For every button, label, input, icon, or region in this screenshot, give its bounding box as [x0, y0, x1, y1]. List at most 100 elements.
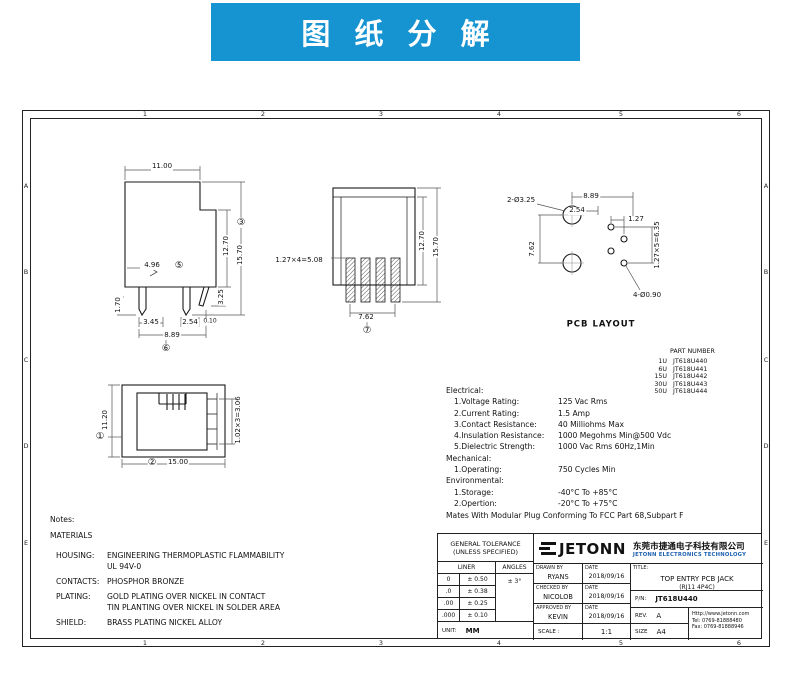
- logo-text: JETONN: [559, 539, 626, 558]
- dim-front-inner-height: 12.70: [418, 229, 427, 253]
- spec-item: 1.Storage:-40°C To +85°C: [454, 487, 618, 497]
- checked-date-cell: DATE 2018/09/16: [583, 584, 631, 604]
- dim-side-outer-height: 15.70: [236, 243, 245, 267]
- dim-front-leg-span: 7.62: [357, 313, 375, 322]
- spec-item: 2.Opertion:-20°C To +75°C: [454, 498, 618, 508]
- spec-item: 4.Insulation Resistance:1000 Megohms Min…: [454, 431, 672, 441]
- grid-row-label: B: [23, 268, 29, 276]
- grid-col-label: 4: [496, 110, 502, 118]
- company-name-cn: 东莞市捷通电子科技有限公司: [632, 541, 745, 552]
- notes: Notes: MATERIALS HOUSING: ENGINEERING TH…: [50, 514, 284, 632]
- angles-header-cell: ANGLES: [496, 562, 534, 574]
- tolerance-digits: .00: [438, 598, 460, 610]
- balloon-6: ⑥: [161, 342, 171, 355]
- grid-col-label: 2: [260, 639, 266, 647]
- note-row: CONTACTS: PHOSPHOR BRONZE: [56, 577, 185, 586]
- grid-col-label: 5: [618, 110, 624, 118]
- spec-item: 1.Voltage Rating:125 Vac Rms: [454, 397, 608, 407]
- tolerance-digits: .0: [438, 586, 460, 598]
- dim-pcb-width: 8.89: [582, 192, 600, 201]
- grid-col-label: 1: [142, 110, 148, 118]
- liner-header-cell: LINER: [438, 562, 496, 574]
- rev-cell: REV. A: [631, 608, 689, 624]
- note-row: PLATING: GOLD PLATING OVER NICKEL IN CON…: [56, 592, 281, 612]
- dim-side-pin-offset: 4.96: [143, 261, 161, 270]
- note-row: HOUSING: ENGINEERING THERMOPLASTIC FLAMM…: [56, 551, 285, 571]
- balloon-1: ①: [95, 430, 105, 443]
- grid-row-label: A: [23, 182, 29, 190]
- note-row: SHIELD: BRASS PLATING NICKEL ALLOY: [56, 618, 223, 627]
- tolerance-value: ± 0.50: [460, 574, 496, 586]
- grid-col-label: 3: [378, 639, 384, 647]
- drawn-date-cell: DATE 2018/09/16: [583, 564, 631, 584]
- grid-row-label: C: [23, 356, 29, 364]
- company-name-en: JETONN ELECTRONICS TECHNOLOGY: [632, 551, 747, 558]
- fax: Fax: 0769-81888946: [692, 624, 744, 631]
- specifications: Electrical: 1.Voltage Rating:125 Vac Rms…: [446, 385, 683, 522]
- balloon-3: ③: [236, 216, 246, 229]
- unit-cell: UNIT: MM: [438, 622, 534, 640]
- pcb-layout-caption: PCB LAYOUT: [565, 319, 637, 330]
- environmental-header: Environmental:: [446, 476, 504, 486]
- balloon-2: ②: [147, 456, 157, 469]
- dim-side-pin-length: 3.25: [217, 288, 226, 306]
- dim-side-leg-span: 3.45: [142, 318, 160, 327]
- grid-col-label: 2: [260, 110, 266, 118]
- dim-pcb-col-span: 1.27×5=6.35: [653, 220, 662, 270]
- dim-face-width: 15.00: [166, 458, 190, 467]
- part-number-cell: P/N: JT618U440: [631, 591, 763, 608]
- dim-side-leg-length: 1.70: [114, 296, 123, 314]
- title-cell: TITLE: TOP ENTRY PCB JACK (RJ11 4P4C): [631, 564, 763, 591]
- dim-front-outer-height: 15.70: [432, 235, 441, 259]
- dim-pcb-pitch-b: 1.27: [627, 215, 645, 224]
- grid-row-label: E: [23, 539, 29, 547]
- notes-header: Notes:: [50, 515, 75, 524]
- scale-label-cell: SCALE :: [534, 624, 583, 640]
- balloon-5: ⑤: [174, 259, 184, 272]
- dim-side-tolerance: 0.10: [202, 317, 218, 326]
- notes-rows: HOUSING: ENGINEERING THERMOPLASTIC FLAMM…: [50, 550, 284, 628]
- approved-by-cell: APPROVED BY KEVIN: [534, 604, 583, 624]
- dim-pcb-big-holes: 2-Ø3.25: [505, 196, 537, 205]
- grid-col-label: 6: [736, 110, 742, 118]
- grid-col-label: 3: [378, 110, 384, 118]
- spec-item: 5.Dielectric Strength:1000 Vac Rms 60Hz,…: [454, 442, 655, 452]
- banner-title: 图 纸 分 解: [301, 17, 497, 51]
- tolerance-digits: 0: [438, 574, 460, 586]
- drawing-title: TOP ENTRY PCB JACK: [660, 575, 734, 583]
- telephone: Tel: 0769-81888480: [692, 617, 742, 624]
- jetonn-logo-icon: [539, 542, 556, 555]
- grid-row-label: E: [763, 539, 769, 547]
- tolerance-value: ± 0.38: [460, 586, 496, 598]
- mechanical-header: Mechanical:: [446, 453, 492, 463]
- dim-side-inner-height: 12.70: [222, 234, 231, 258]
- dim-pcb-small-holes: 4-Ø0.90: [631, 291, 663, 300]
- materials-header: MATERIALS: [50, 531, 93, 540]
- approved-date-cell: DATE 2018/09/16: [583, 604, 631, 624]
- dim-side-top-width: 11.00: [150, 162, 174, 171]
- general-tolerance-cell: GENERAL TOLERANCE (UNLESS SPECIFIED): [438, 534, 534, 562]
- dim-pcb-pitch-a: 2.54: [568, 206, 586, 215]
- contact-cell: Http://www.jetonn.com Tel: 0769-81888480…: [689, 608, 763, 640]
- tolerance-value: ± 0.25: [460, 598, 496, 610]
- grid-col-label: 5: [618, 639, 624, 647]
- spec-item: 3.Contact Resistance:40 Milliohms Max: [454, 419, 624, 429]
- tolerance-digits: .000: [438, 610, 460, 622]
- grid-row-label: D: [763, 442, 769, 450]
- grid-row-label: A: [763, 182, 769, 190]
- website: Http://www.jetonn.com: [692, 611, 750, 617]
- title-block: GENERAL TOLERANCE (UNLESS SPECIFIED) LIN…: [437, 533, 763, 640]
- drawing-sheet-inner-border: [30, 118, 762, 639]
- grid-row-label: B: [763, 268, 769, 276]
- scale-value-cell: 1:1: [583, 624, 631, 640]
- grid-col-label: 4: [496, 639, 502, 647]
- dim-side-pin-pitch: 2.54: [181, 318, 199, 327]
- drawing-subtitle: (RJ11 4P4C): [679, 584, 715, 591]
- dim-face-slot-span: 1.02×3=3.06: [234, 395, 243, 445]
